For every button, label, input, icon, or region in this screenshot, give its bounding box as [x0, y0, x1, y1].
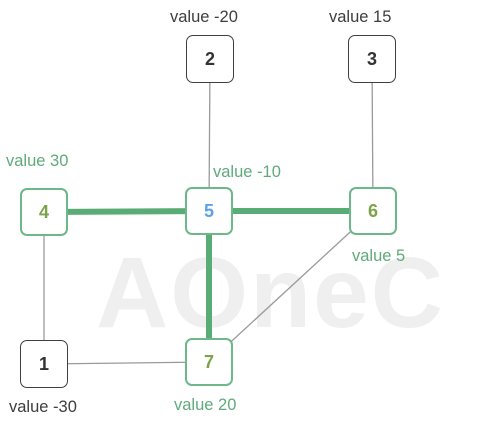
node-4-value-label: value 30 — [6, 152, 69, 170]
node-2-id: 2 — [204, 48, 215, 69]
edge-4-5 — [43, 208, 210, 215]
edge-3-6 — [371, 58, 374, 212]
edge-6-7 — [208, 210, 374, 363]
node-6[interactable]: 6 — [349, 187, 397, 235]
node-2-value-label: value -20 — [170, 8, 238, 26]
edge-1-7 — [43, 361, 210, 365]
node-1-value-label: value -30 — [9, 398, 77, 416]
node-7-id: 7 — [203, 351, 214, 372]
node-2[interactable]: 2 — [186, 35, 234, 83]
node-3[interactable]: 3 — [348, 35, 396, 83]
node-7[interactable]: 7 — [185, 338, 233, 386]
node-1-id: 1 — [38, 353, 49, 374]
node-1[interactable]: 1 — [20, 340, 68, 388]
node-6-id: 6 — [367, 200, 378, 221]
node-4-id: 4 — [38, 201, 49, 222]
node-3-id: 3 — [366, 48, 377, 69]
node-5-id: 5 — [203, 200, 214, 221]
node-4[interactable]: 4 — [20, 188, 68, 236]
watermark: AOneC — [96, 237, 445, 349]
node-6-value-label: value 5 — [352, 247, 406, 265]
node-3-value-label: value 15 — [329, 8, 392, 26]
node-5[interactable]: 5 — [185, 187, 233, 235]
edge-2-5 — [208, 58, 211, 212]
node-7-value-label: value 20 — [174, 396, 237, 414]
node-5-value-label: value -10 — [213, 163, 281, 181]
